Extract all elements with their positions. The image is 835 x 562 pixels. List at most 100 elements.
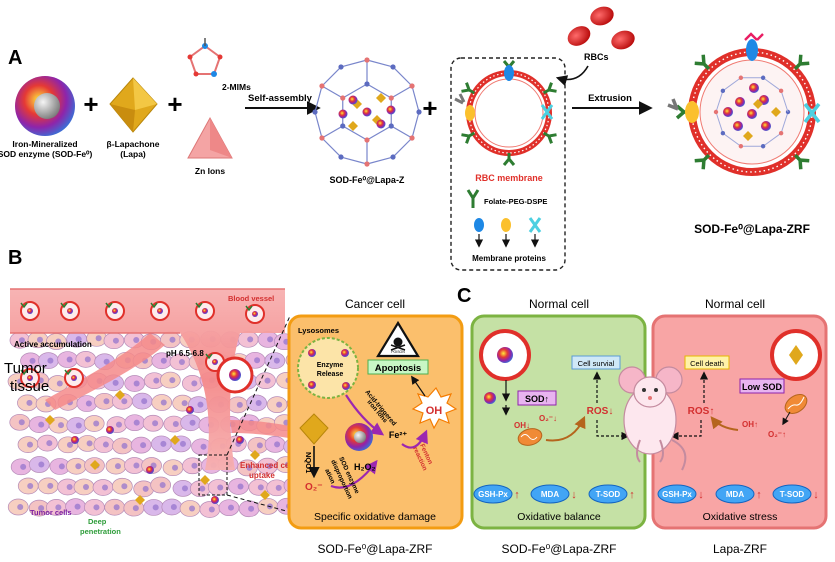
oh-label: OH: [426, 405, 443, 417]
core-sod: [735, 97, 745, 107]
tumor-cell-nucleus: [133, 419, 140, 426]
plus-sign-3: +: [422, 93, 437, 123]
tumor-cell-nucleus: [247, 336, 254, 343]
tumor-tissue-label-2: tissue: [10, 378, 49, 395]
core-lapa: [743, 131, 753, 141]
mof-node: [416, 109, 422, 115]
core-link: [780, 111, 789, 134]
right-ros-curve-arrow: [710, 416, 739, 431]
membrane-proteins-label: Membrane proteins: [472, 254, 546, 263]
tumor-cell-nucleus: [200, 443, 207, 450]
folate-ligand: [542, 82, 557, 95]
tumor-cells-label: Tumor cells: [30, 508, 72, 517]
core-link: [715, 90, 724, 113]
core-lapa: [771, 107, 781, 117]
tumor-nanoparticle-zoom: [216, 356, 254, 394]
tumor-cell-nucleus: [153, 377, 160, 384]
folate-ligand: [542, 131, 557, 144]
mof-link: [340, 156, 368, 165]
tumor-cell-nucleus: [160, 357, 167, 364]
core-sod: [749, 83, 759, 93]
vessel-folate: [150, 302, 158, 309]
panel-label-a: A: [8, 47, 22, 69]
tumor-cell-nucleus: [172, 421, 179, 428]
cell-survival-box: [571, 355, 621, 370]
tumor-cell-nucleus: [17, 504, 24, 511]
tumor-cell-nucleus: [254, 357, 261, 364]
tumor-cell-nucleus: [256, 442, 263, 449]
tumor-cell-nucleus: [75, 463, 82, 470]
left-ros-curve-arrow: [545, 415, 586, 442]
mof-label: SOD-Fe⁰@Lapa-Z: [330, 175, 405, 185]
tumor-cell-nucleus: [267, 336, 274, 343]
core-node: [778, 130, 784, 136]
final-protein-cyan: [803, 102, 821, 124]
vessel-folate: [245, 305, 253, 312]
final-protein-yellow: [685, 101, 699, 123]
tumor-cell-nucleus: [38, 461, 45, 468]
ph-label: pH 6.5-6.8: [166, 349, 204, 358]
tumor-cell-nucleus: [84, 356, 91, 363]
tumor-cell-nucleus: [160, 440, 167, 447]
tumor-cell-nucleus: [197, 401, 204, 408]
tumor-cell-nucleus: [115, 421, 122, 428]
tumor-cell-nucleus: [46, 440, 53, 447]
membrane-protein-yellow: [465, 105, 475, 121]
mof-link: [321, 125, 344, 139]
tsod-pill-label: T-SOD: [596, 490, 621, 499]
rbc-membrane-vesicle: [466, 70, 552, 156]
membrane-protein-icons: [474, 217, 542, 248]
tumor-cell-nucleus: [26, 399, 33, 406]
core-link: [762, 132, 782, 147]
tsod-pill-arrow: ↑: [629, 489, 635, 501]
tsod-pill: [772, 484, 812, 504]
mof-node: [390, 154, 396, 160]
folate-ligand: [502, 153, 516, 166]
tumor-cell-nucleus: [191, 380, 198, 387]
tumor-lapa: [135, 495, 145, 505]
tumor-cell-nucleus: [172, 464, 179, 471]
oxidative-stress-label: Oxidative stress: [703, 511, 778, 523]
panel-label-b: B: [8, 247, 22, 269]
tumor-cell-nucleus: [170, 504, 177, 511]
tumor-cell-nucleus: [276, 401, 283, 408]
tumor-cell-nucleus: [159, 482, 166, 489]
tumor-cell-nucleus: [264, 377, 271, 384]
vessel-folate: [20, 302, 28, 309]
mof-link: [366, 125, 392, 141]
tumor-cell-nucleus: [181, 485, 188, 492]
tumor-cell-nucleus: [121, 483, 128, 490]
sod-label-line2: SOD enzyme (SOD-Fe⁰): [0, 149, 92, 159]
rbc-membrane-label: RBC membrane: [475, 173, 543, 183]
lapa-small-icon: [299, 413, 329, 445]
membrane-decorations: [454, 60, 557, 166]
mof-sod: [362, 107, 372, 117]
core-lapa: [753, 99, 763, 109]
mof-node: [312, 109, 318, 115]
tumor-cell-nucleus: [27, 441, 34, 448]
mof-lapa: [376, 93, 386, 103]
indicator-pills: GSH-Px↑MDA↓T-SOD↑GSH-Px↓MDA↑T-SOD↓: [473, 484, 819, 504]
tumor-cell-nucleus: [227, 504, 234, 511]
right-oh-label: OH↑: [742, 420, 758, 429]
normal-caption-right: Lapa-ZRF: [713, 542, 767, 556]
tumor-tissue-label-1: Tumor: [4, 360, 47, 377]
mof-link: [342, 125, 368, 141]
mda-pill-label: MDA: [726, 490, 744, 499]
rbcs-label: RBCs: [584, 52, 609, 62]
core-node: [760, 75, 766, 80]
zn-tetrahedron: [187, 116, 233, 159]
zoom-dashed-box: [198, 454, 228, 496]
tumor-cell-nucleus: [113, 504, 120, 511]
mda-pill-label: MDA: [541, 490, 559, 499]
mof-node: [340, 95, 346, 101]
enhanced-uptake-label-1: Enhanced cell: [240, 461, 294, 470]
tumor-cell-nucleus: [169, 336, 176, 343]
tumor-cell-nucleus: [248, 505, 255, 512]
mitochondrion-icon-right: [784, 393, 808, 415]
zn-ions-label: Zn Ions: [195, 166, 225, 176]
tumor-cell-nucleus: [83, 483, 90, 490]
normal-cell-title-right: Normal cell: [705, 297, 765, 311]
mda-pill: [715, 484, 755, 504]
sod-sphere-small: [345, 423, 373, 451]
